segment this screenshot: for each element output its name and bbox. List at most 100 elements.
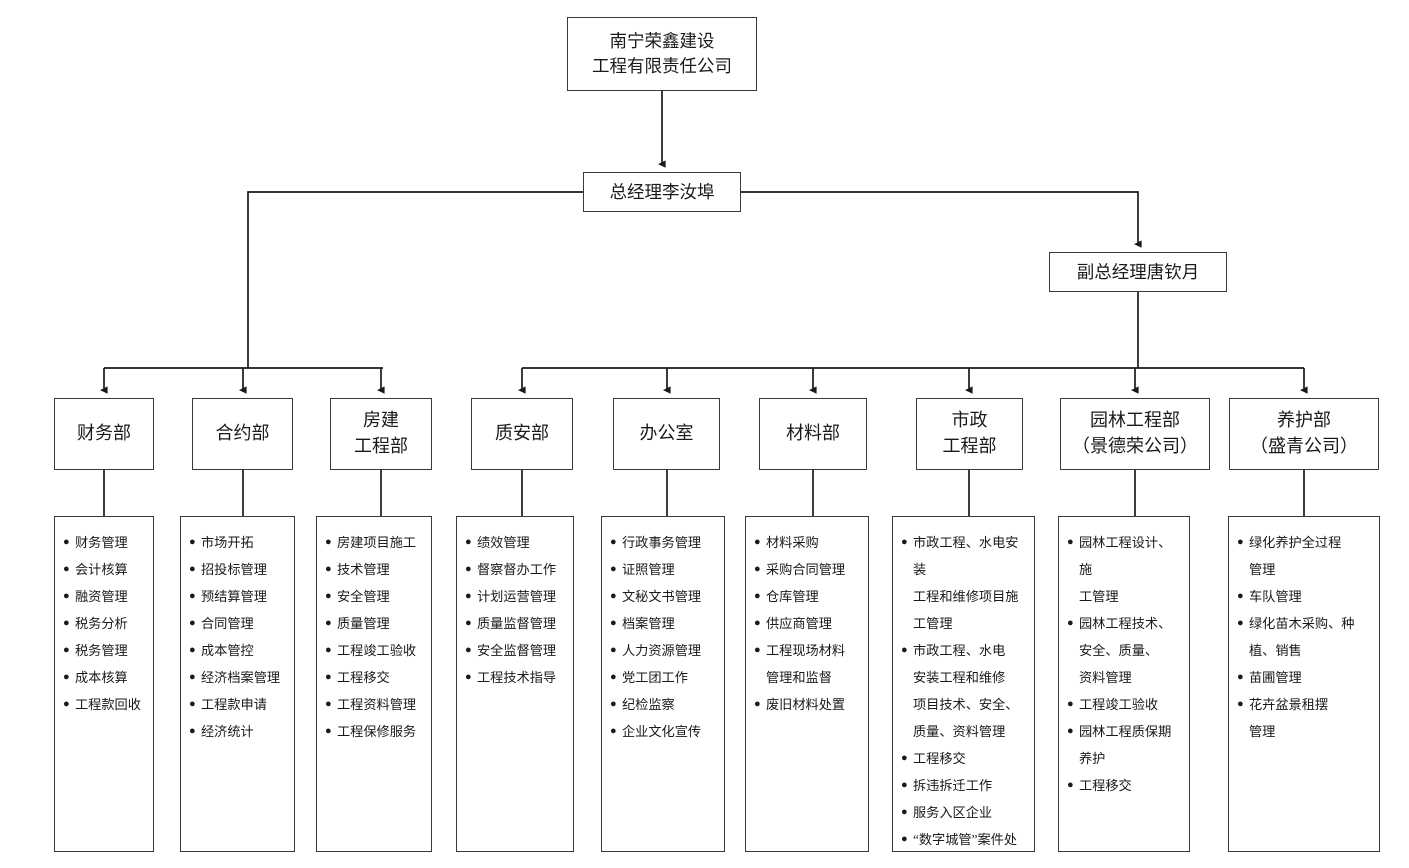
duty-item-label: 采购合同管理 <box>766 562 846 577</box>
duty-item-label: 行政事务管理 <box>622 535 702 550</box>
bullet-icon: ● <box>189 671 196 683</box>
bullet-icon: ● <box>465 590 472 602</box>
duty-item: ● 供应商管理 <box>754 610 862 637</box>
node-deputy-general-manager-label: 副总经理唐钦月 <box>1076 261 1200 282</box>
duty-item: ●仓库管理 <box>754 583 862 610</box>
duty-item-label: 预结算管理 <box>201 589 267 604</box>
bullet-icon: ● <box>901 779 908 791</box>
duty-item-label: 证照管理 <box>622 562 675 577</box>
duty-list: ●绿化养护全过程 管理●车队管理●绿化苗木采购、种 植、销售●苗圃管理●花卉盆景… <box>1229 529 1379 745</box>
duty-item-label: 绿化养护全过程 管理 <box>1249 535 1342 577</box>
duty-item: ●工程移交 <box>325 664 425 691</box>
duty-item-label: 工程现场材料 管理和监督 <box>766 643 846 685</box>
node-company[interactable]: 南宁荣鑫建设 工程有限责任公司 <box>567 17 757 91</box>
duty-item: ●废旧材料处置 <box>754 691 862 718</box>
bullet-icon: ● <box>325 617 332 629</box>
node-department-contract[interactable]: 合约部 <box>192 398 293 470</box>
duty-item: ●绿化养护全过程 管理 <box>1237 529 1373 583</box>
node-department-maintenance[interactable]: 养护部 （盛青公司） <box>1229 398 1379 470</box>
bullet-icon: ● <box>63 617 70 629</box>
bullet-icon: ● <box>465 563 472 575</box>
duty-item-label: 材料采购 <box>766 535 819 550</box>
duty-item: ●财务管理 <box>63 529 147 556</box>
duty-item: ●文秘文书管理 <box>610 583 718 610</box>
duty-list: ●材料采购●采购合同管理●仓库管理●供应商管理●工程现场材料 管理和监督●废旧材… <box>746 529 868 718</box>
node-department-quality-safety[interactable]: 质安部 <box>471 398 573 470</box>
duty-item-label: 会计核算 <box>75 562 128 577</box>
node-company-label: 南宁荣鑫建设 工程有限责任公司 <box>592 31 732 76</box>
duty-item: ●人力资源管理 <box>610 637 718 664</box>
node-department-finance-label: 财务部 <box>77 423 131 444</box>
duty-item: ●经济统计 <box>189 718 288 745</box>
duty-item-label: 质量管理 <box>337 616 390 631</box>
bullet-icon: ● <box>63 671 70 683</box>
duty-item: ●“数字城管”案件处 理 <box>901 826 1028 851</box>
duty-item-label: 供应商管理 <box>766 616 832 631</box>
bullet-icon: ● <box>465 617 472 629</box>
duty-item: ●工程保修服务 <box>325 718 425 745</box>
bullet-icon: ● <box>754 617 761 629</box>
duty-item: ● 工程移交 <box>901 745 1028 772</box>
duty-item-label: 市政工程、水电安装 工程和维修项目施 工管理 <box>913 535 1019 631</box>
bullet-icon: ● <box>901 752 908 764</box>
duty-item: ●安全监督管理 <box>465 637 567 664</box>
duty-item: ●成本管控 <box>189 637 288 664</box>
node-department-building-engineering-label: 房建 工程部 <box>354 410 408 456</box>
duty-item: ●工程款申请 <box>189 691 288 718</box>
duty-item: ● 工程竣工验收 <box>325 637 425 664</box>
duty-item-label: 工程款回收 <box>75 697 141 712</box>
duty-item-label: 房建项目施工 <box>337 535 417 550</box>
bullet-icon: ● <box>1237 617 1244 629</box>
node-department-materials[interactable]: 材料部 <box>759 398 867 470</box>
bullet-icon: ● <box>754 563 761 575</box>
bullet-icon: ● <box>325 590 332 602</box>
node-department-office-label: 办公室 <box>639 423 694 444</box>
bullet-icon: ● <box>1067 536 1074 548</box>
duty-item-label: 工程移交 <box>913 751 966 766</box>
duty-item: ●花卉盆景租摆 管理 <box>1237 691 1373 745</box>
node-department-building-engineering[interactable]: 房建 工程部 <box>330 398 432 470</box>
bullet-icon: ● <box>189 536 196 548</box>
node-general-manager-label: 总经理李汝埠 <box>609 181 715 202</box>
duty-item: ●材料采购 <box>754 529 862 556</box>
bullet-icon: ● <box>325 644 332 656</box>
duty-item-label: 党工团工作 <box>622 670 688 685</box>
duty-item: ●融资管理 <box>63 583 147 610</box>
duty-item-label: 工程竣工验收 <box>337 643 417 658</box>
duty-item-label: 市政工程、水电 安装工程和维修 项目技术、安全、 质量、资料管理 <box>913 643 1019 739</box>
bullet-icon: ● <box>189 563 196 575</box>
duty-item-label: 安全管理 <box>337 589 390 604</box>
duty-item: ●车队管理 <box>1237 583 1373 610</box>
duty-item-label: 工程技术指导 <box>477 670 557 685</box>
node-deputy-general-manager[interactable]: 副总经理唐钦月 <box>1049 252 1227 292</box>
duty-item: ●工程技术指导 <box>465 664 567 691</box>
duty-item-label: 成本管控 <box>201 643 254 658</box>
duty-list: ●市政工程、水电安装 工程和维修项目施 工管理●市政工程、水电 安装工程和维修 … <box>893 529 1034 851</box>
node-department-landscape-engineering[interactable]: 园林工程部 （景德荣公司） <box>1060 398 1210 470</box>
bullet-icon: ● <box>465 644 472 656</box>
duty-item: ●市政工程、水电安装 工程和维修项目施 工管理 <box>901 529 1028 637</box>
node-department-office[interactable]: 办公室 <box>613 398 720 470</box>
duty-item-label: 技术管理 <box>337 562 390 577</box>
duty-item: ● 证照管理 <box>610 556 718 583</box>
duty-item-label: 财务管理 <box>75 535 128 550</box>
node-general-manager[interactable]: 总经理李汝埠 <box>583 172 741 212</box>
node-department-municipal-engineering[interactable]: 市政 工程部 <box>916 398 1023 470</box>
bullet-icon: ● <box>63 644 70 656</box>
duty-item: ● 工程款回收 <box>63 691 147 718</box>
bullet-icon: ● <box>901 644 908 656</box>
bullet-icon: ● <box>610 698 617 710</box>
bullet-icon: ● <box>63 698 70 710</box>
duty-item-label: 工程移交 <box>337 670 390 685</box>
node-department-finance[interactable]: 财务部 <box>54 398 154 470</box>
duty-list: ●房建项目施工●技术管理●安全管理●质量管理●工程竣工验收●工程移交●工程资料管… <box>317 529 431 745</box>
duty-item: ●服务入区企业 <box>901 799 1028 826</box>
edge-gm-left-rail <box>247 191 583 368</box>
bullet-icon: ● <box>325 536 332 548</box>
bullet-icon: ● <box>610 563 617 575</box>
node-department-maintenance-label: 养护部 （盛青公司） <box>1250 410 1358 456</box>
duty-item-label: 工程款申请 <box>201 697 267 712</box>
edge-gm-to-dgm <box>741 191 1142 248</box>
duty-item-label: 文秘文书管理 <box>622 589 702 604</box>
